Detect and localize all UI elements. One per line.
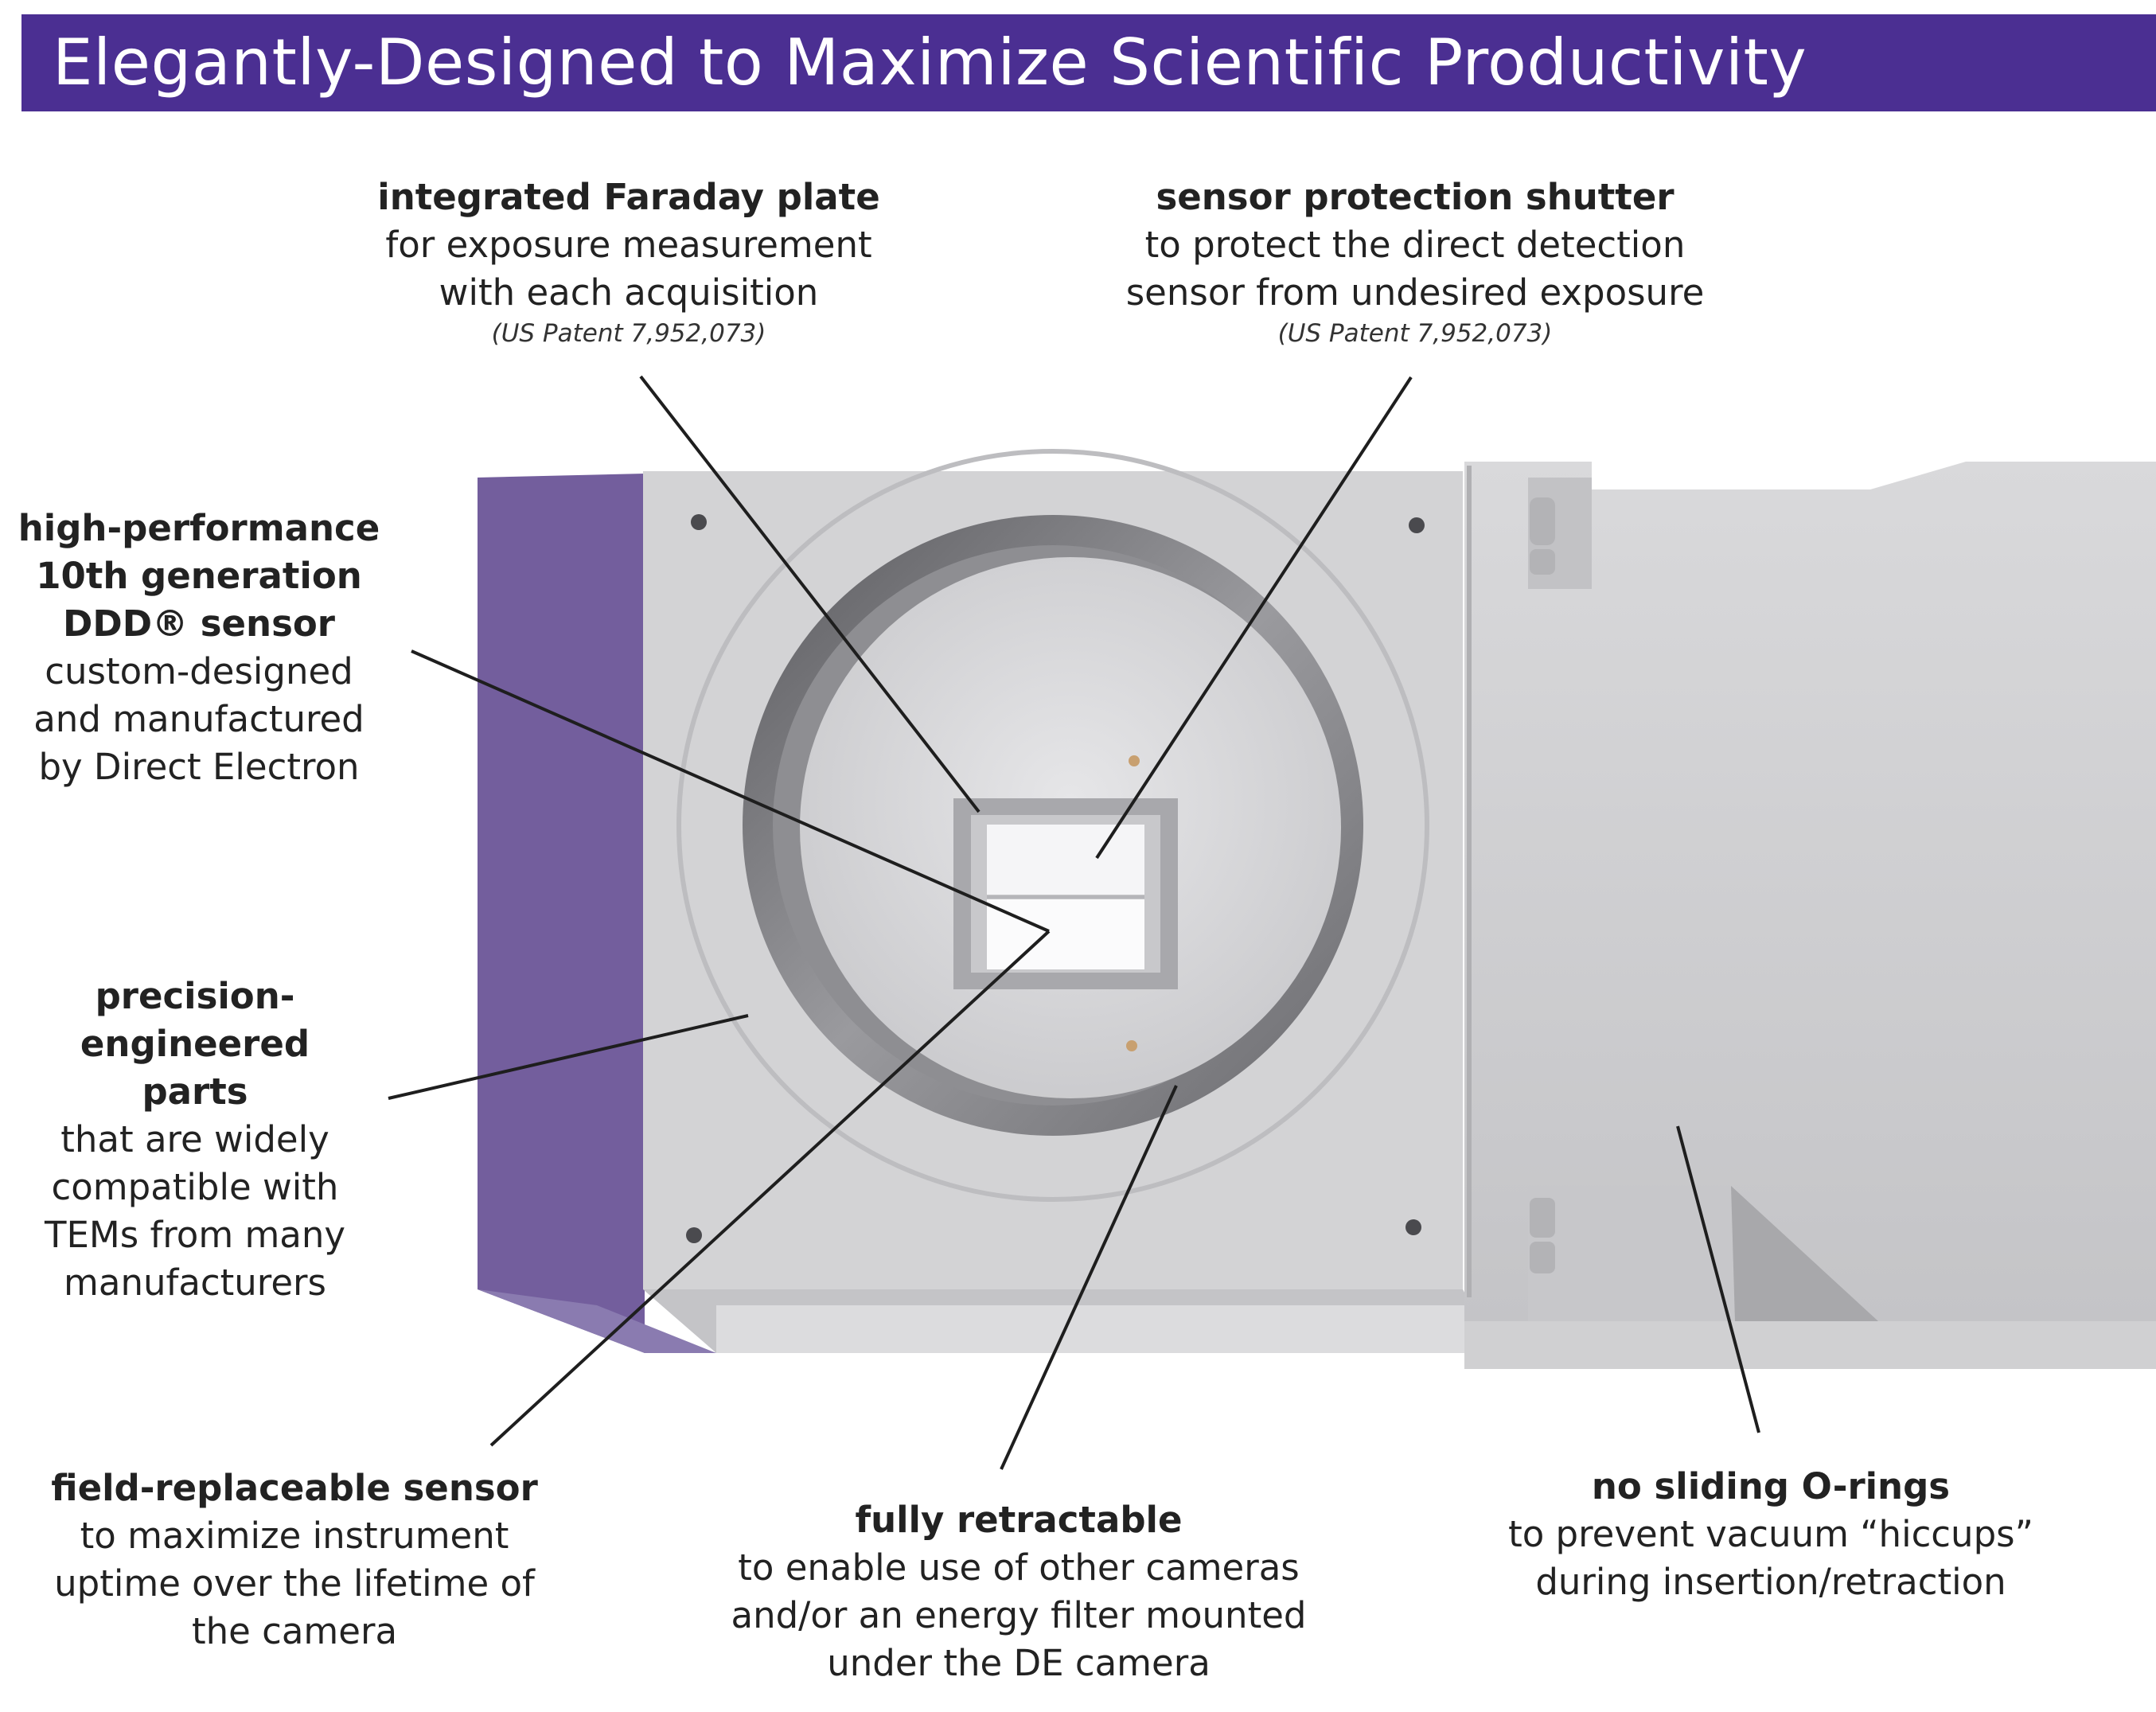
callout-replaceable-title: field-replaceable sensor xyxy=(51,1467,538,1509)
header-banner xyxy=(21,14,2156,111)
leader-line-orings xyxy=(1676,1125,1760,1433)
callout-shutter: sensor protection shutter to protect the… xyxy=(1097,174,1733,350)
callout-orings-title: no sliding O-rings xyxy=(1591,1465,1951,1507)
camera-body-base xyxy=(716,1305,1496,1353)
sensor-window xyxy=(987,899,1144,969)
arm-base xyxy=(1464,1321,2156,1369)
callout-parts-title: precision-engineered parts xyxy=(80,975,310,1113)
leader-line-faraday xyxy=(639,375,981,813)
callout-faraday-title: integrated Faraday plate xyxy=(377,176,880,218)
leader-line-retractable xyxy=(1000,1085,1178,1470)
arm-bottom-knob xyxy=(1530,1198,1555,1238)
marker-dot xyxy=(1129,755,1140,766)
callout-parts-desc: that are widely compatible with TEMs fro… xyxy=(44,1118,346,1304)
callout-orings-desc: to prevent vacuum “hiccups” during inser… xyxy=(1508,1513,2033,1603)
callout-retractable-desc: to enable use of other cameras and/or an… xyxy=(731,1546,1307,1684)
purple-side-shadow xyxy=(478,1289,716,1353)
marker-dot xyxy=(1126,1040,1137,1051)
callout-shutter-patent: (US Patent 7,952,073) xyxy=(1277,319,1553,348)
callout-sensor-title: high-performance 10th generation DDD® se… xyxy=(18,507,380,645)
leader-line-replaceable xyxy=(489,930,1051,1447)
arm-top-knob xyxy=(1530,497,1555,545)
arm-top-knob xyxy=(1530,549,1555,575)
arm-bottom-bevel xyxy=(1731,1186,1878,1321)
callout-replaceable-desc: to maximize instrument uptime over the l… xyxy=(54,1515,535,1652)
screw xyxy=(686,1227,702,1243)
callout-sensor-desc: custom-designed and manufactured by Dire… xyxy=(33,650,365,788)
callout-parts: precision-engineered parts that are wide… xyxy=(28,973,362,1307)
outer-flange-ring xyxy=(676,449,1429,1202)
screw xyxy=(1405,1219,1421,1235)
leader-line-sensor xyxy=(411,649,1050,933)
callout-replaceable: field-replaceable sensor to maximize ins… xyxy=(48,1464,541,1655)
sensor-window xyxy=(987,825,1144,895)
arm-bottom-knob xyxy=(1530,1242,1555,1273)
callout-retractable: fully retractable to enable use of other… xyxy=(708,1496,1329,1687)
leader-lines xyxy=(388,375,1760,1470)
callout-faraday: integrated Faraday plate for exposure me… xyxy=(362,174,895,350)
callout-sensor: high-performance 10th generation DDD® se… xyxy=(16,505,382,791)
leader-line-shutter xyxy=(1095,376,1413,860)
page-title: Elegantly-Designed to Maximize Scientifi… xyxy=(53,25,1807,99)
callout-shutter-desc: to protect the direct detection sensor f… xyxy=(1125,224,1705,314)
callout-orings: no sliding O-rings to prevent vacuum “hi… xyxy=(1492,1463,2049,1606)
callout-shutter-title: sensor protection shutter xyxy=(1156,176,1675,218)
screw xyxy=(691,514,707,530)
leader-line-parts xyxy=(388,1014,749,1100)
callout-faraday-patent: (US Patent 7,952,073) xyxy=(491,319,766,348)
purple-side-panel xyxy=(478,474,645,1353)
screw xyxy=(1409,517,1425,533)
callout-retractable-title: fully retractable xyxy=(855,1499,1183,1541)
retraction-arm xyxy=(1464,462,2156,1369)
callout-faraday-desc: for exposure measurement with each acqui… xyxy=(385,224,872,314)
